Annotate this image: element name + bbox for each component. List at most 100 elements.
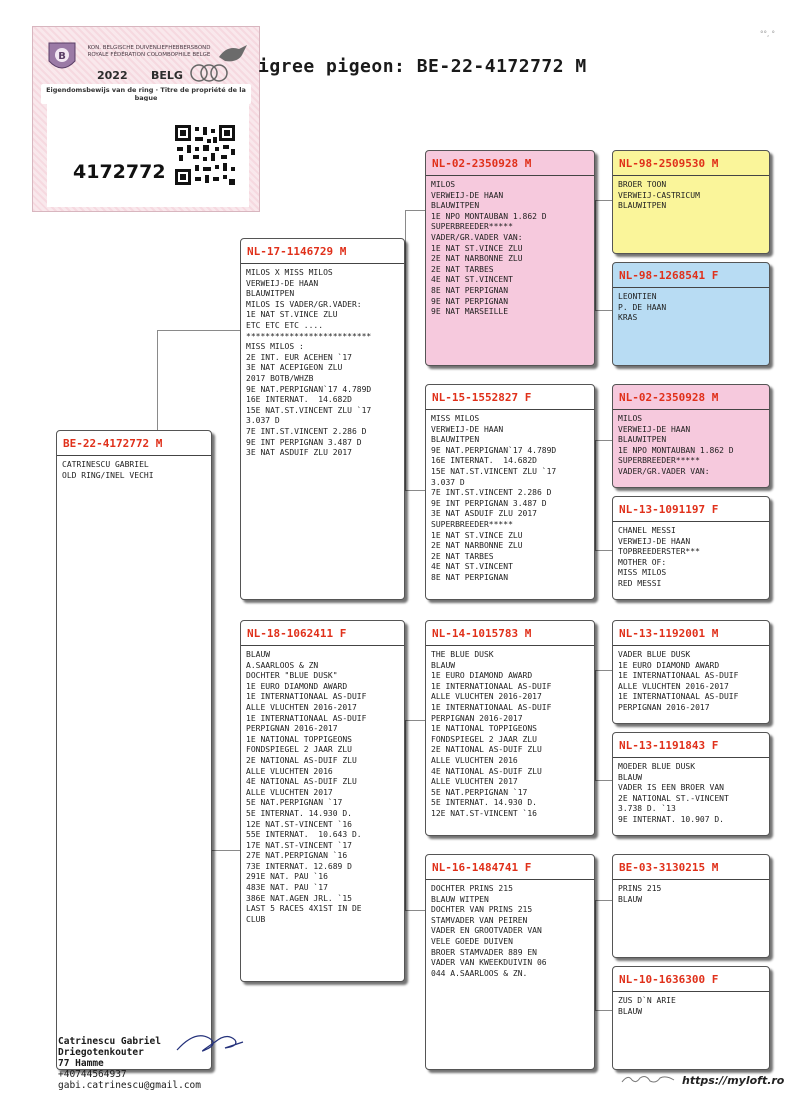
card-text: MILOS VERWEIJ-DE HAAN BLAUWITPEN 1E NPO … (431, 180, 547, 317)
card-code: NL-02-2350928 M (432, 157, 532, 170)
connector-dd-vertical (595, 900, 596, 1010)
card-divider (426, 175, 594, 176)
card-sire-dam: NL-15-1552827 F MISS MILOS VERWEIJ-DE HA… (425, 384, 595, 600)
qr-code-icon (173, 123, 237, 187)
card-divider (613, 991, 769, 992)
card-code: NL-15-1552827 F (432, 391, 532, 404)
card-code: NL-13-1191843 F (619, 739, 719, 752)
card-code: NL-02-2350928 M (619, 391, 719, 404)
card-divider (613, 409, 769, 410)
card-code: NL-98-2509530 M (619, 157, 719, 170)
card-text: BROER TOON VERWEIJ-CASTRICUM BLAUWITPEN (618, 180, 700, 211)
website-link[interactable]: https://myloft.ro (682, 1074, 785, 1087)
sticker-header: Kon. Belgische Duivenliefhebbersbond Roy… (87, 45, 211, 58)
owner-address-block: Catrinescu Gabriel Driegotenkouter 77 Ha… (58, 1036, 201, 1091)
connector-sire-vertical (405, 210, 406, 490)
card-divider (57, 455, 211, 456)
card-text: VADER BLUE DUSK 1E EURO DIAMOND AWARD 1E… (618, 650, 739, 712)
card-text: MISS MILOS VERWEIJ-DE HAAN BLAUWITPEN 9E… (431, 414, 557, 582)
fci-logo-icon (190, 64, 228, 82)
card-divider (426, 879, 594, 880)
card-divider (613, 521, 769, 522)
card-code: BE-22-4172772 M (63, 437, 163, 450)
sticker-owner-proof: Eigendomsbewijs van de ring · Titre de p… (41, 84, 251, 104)
card-text: LEONTIEN P. DE HAAN KRAS (618, 292, 667, 323)
card-divider (613, 175, 769, 176)
sticker-year: 2022 (97, 69, 128, 82)
card-sire-sire-sire: NL-98-2509530 M BROER TOON VERWEIJ-CASTR… (612, 150, 770, 254)
owner-name: Catrinescu Gabriel (58, 1036, 161, 1047)
card-dam-sire-sire: NL-13-1192001 M VADER BLUE DUSK 1E EURO … (612, 620, 770, 724)
connector-sd-to-sds (595, 440, 612, 441)
card-text: MOEDER BLUE DUSK BLAUW VADER IS EEN BROE… (618, 762, 729, 824)
connector-ds-to-dsd (595, 780, 612, 781)
connector-dam-to-dd (405, 910, 425, 911)
card-subject: BE-22-4172772 M CATRINESCU GABRIEL OLD R… (56, 430, 212, 1070)
card-dam: NL-18-1062411 F BLAUW A.SAARLOOS & ZN DO… (240, 620, 405, 982)
myloft-logo-icon (621, 1076, 675, 1083)
connector-dd-to-ddd (595, 1010, 612, 1011)
owner-email: gabi.catrinescu@gmail.com (58, 1080, 201, 1091)
card-code: NL-10-1636300 F (619, 973, 719, 986)
connector-ss-vertical (595, 200, 596, 310)
connector-dam-vertical (405, 720, 406, 910)
card-text: BLAUW A.SAARLOOS & ZN DOCHTER "BLUE DUSK… (246, 650, 367, 924)
connector-ss-to-ssd (595, 310, 612, 311)
card-sire-sire-dam: NL-98-1268541 F LEONTIEN P. DE HAAN KRAS (612, 262, 770, 366)
owner-city: 77 Hamme (58, 1058, 104, 1069)
card-divider (241, 645, 404, 646)
connector-ds-vertical (595, 670, 596, 780)
signature-icon (176, 1035, 244, 1052)
card-dam-dam: NL-16-1484741 F DOCHTER PRINS 215 BLAUW … (425, 854, 595, 1070)
connector-sire-to-sd (405, 490, 425, 491)
card-dam-sire-dam: NL-13-1191843 F MOEDER BLUE DUSK BLAUW V… (612, 732, 770, 836)
card-divider (613, 757, 769, 758)
connector-dd-to-dds (595, 900, 612, 901)
card-code: NL-13-1192001 M (619, 627, 719, 640)
card-code: NL-14-1015783 M (432, 627, 532, 640)
card-dam-dam-dam: NL-10-1636300 F ZUS D`N ARIE BLAUW (612, 966, 770, 1070)
card-divider (613, 645, 769, 646)
sticker-ring-number: 4172772 (73, 161, 166, 183)
card-sire-sire: NL-02-2350928 M MILOS VERWEIJ-DE HAAN BL… (425, 150, 595, 366)
card-divider (426, 409, 594, 410)
card-text: MILOS X MISS MILOS VERWEIJ-DE HAAN BLAUW… (246, 268, 372, 458)
card-code: NL-16-1484741 F (432, 861, 532, 874)
card-divider (241, 263, 404, 264)
svg-text:B: B (58, 51, 66, 62)
connector-ds-to-dss (595, 670, 612, 671)
connector-sd-vertical (595, 440, 596, 550)
connector-ss-to-sss (595, 200, 612, 201)
card-code: NL-98-1268541 F (619, 269, 719, 282)
connector-sd-to-sdd (595, 550, 612, 551)
card-dam-sire: NL-14-1015783 M THE BLUE DUSK BLAUW 1E E… (425, 620, 595, 836)
connector-subject-to-sire (157, 330, 240, 331)
owner-street: Driegotenkouter (58, 1047, 144, 1058)
connector-dam-to-ds (405, 720, 425, 721)
corner-mark: °°, ° (760, 30, 775, 38)
sticker-country: BELG (151, 69, 183, 82)
connector-sire-to-ss (405, 210, 425, 211)
card-text: PRINS 215 BLAUW (618, 884, 662, 904)
page-title: igree pigeon: BE-22-4172772 M (258, 56, 587, 77)
card-text: THE BLUE DUSK BLAUW 1E EURO DIAMOND AWAR… (431, 650, 552, 818)
card-dam-dam-sire: BE-03-3130215 M PRINS 215 BLAUW (612, 854, 770, 958)
ring-sticker: B Kon. Belgische Duivenliefhebbersbond R… (32, 26, 260, 212)
card-sire-dam-dam: NL-13-1091197 F CHANEL MESSI VERWEIJ-DE … (612, 496, 770, 600)
belgian-federation-logo-icon: B (48, 42, 76, 69)
card-sire: NL-17-1146729 M MILOS X MISS MILOS VERWE… (240, 238, 405, 600)
card-divider (426, 645, 594, 646)
card-text: DOCHTER PRINS 215 BLAUW WITPEN DOCHTER V… (431, 884, 547, 978)
card-text: CATRINESCU GABRIEL OLD RING/INEL VECHI (62, 460, 154, 480)
card-code: BE-03-3130215 M (619, 861, 719, 874)
card-divider (613, 287, 769, 288)
card-text: MILOS VERWEIJ-DE HAAN BLAUWITPEN 1E NPO … (618, 414, 734, 476)
card-text: ZUS D`N ARIE BLAUW (618, 996, 676, 1016)
card-code: NL-13-1091197 F (619, 503, 719, 516)
card-divider (613, 879, 769, 880)
pigeon-icon (219, 45, 247, 62)
card-code: NL-18-1062411 F (247, 627, 347, 640)
owner-phone: +40744564937 (58, 1069, 127, 1080)
card-code: NL-17-1146729 M (247, 245, 347, 258)
card-sire-dam-sire: NL-02-2350928 M MILOS VERWEIJ-DE HAAN BL… (612, 384, 770, 488)
